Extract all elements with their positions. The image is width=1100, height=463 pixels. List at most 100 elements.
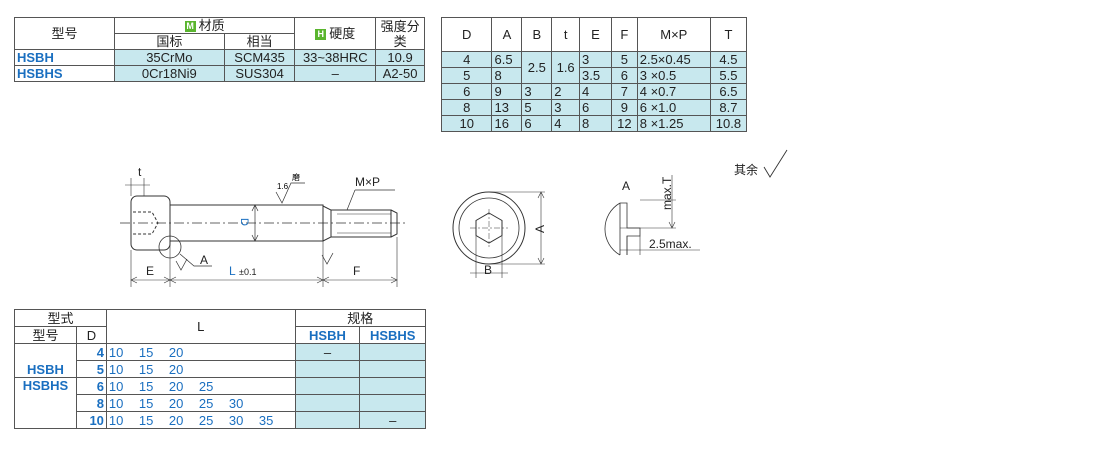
e-cell: 3 [579, 51, 612, 68]
header-type: 型式 [14, 309, 107, 327]
dimension-table: D A B t E F M×P T 4 6.5 2.5 1.6 3 5 2.5×… [440, 17, 748, 132]
header-spec: 规格 [294, 309, 427, 327]
table-row: 5 8 3.5 6 3 ×0.5 5.5 [440, 67, 748, 84]
header-d: D [75, 326, 107, 344]
T-cell: 6.5 [709, 83, 748, 100]
header-T: T [709, 17, 748, 52]
mp-label: M×P [355, 175, 380, 189]
d-label: D [238, 218, 250, 226]
mp-cell: 8 ×1.25 [636, 115, 711, 132]
table-row: 6 9 3 2 4 7 4 ×0.7 6.5 [440, 83, 748, 100]
a-cell: 8 [491, 67, 523, 84]
strength-cell: A2-50 [375, 65, 425, 82]
rest-label: 其余 [734, 162, 758, 177]
header-hsbhs: HSBHS [359, 326, 426, 344]
d-cell: 8 [75, 394, 107, 412]
bolt-thread [330, 209, 392, 238]
end-b-label: B [484, 263, 492, 277]
hsbhs-cell: – [359, 411, 426, 429]
d-cell: 4 [75, 343, 107, 361]
e-cell: 3.5 [579, 67, 612, 84]
a-cell: 16 [491, 115, 523, 132]
hsbh-cell [294, 411, 361, 429]
hsbh-cell [294, 360, 361, 378]
e-cell: 8 [579, 115, 612, 132]
f-label: F [353, 264, 360, 278]
table-row: HSBHS 0Cr18Ni9 SUS304 – A2-50 [14, 65, 425, 82]
hsbhs-cell [359, 394, 426, 412]
t-cell: 4 [551, 115, 581, 132]
hsbh-cell [294, 394, 361, 412]
gb-cell: 0Cr18Ni9 [113, 65, 225, 82]
T-cell: 4.5 [709, 51, 748, 68]
d-cell: 10 [440, 115, 493, 132]
gb-cell: 35CrMo [113, 49, 225, 66]
bolt-neck [322, 205, 332, 242]
header-strength: 强度分类 [375, 17, 425, 50]
header-e: E [579, 17, 612, 52]
max-t-label: max.T [660, 176, 674, 210]
material-badge-icon: M [184, 21, 196, 32]
hsbhs-cell [359, 377, 426, 395]
t-label: t [138, 165, 142, 179]
b-cell: 6 [521, 115, 553, 132]
header-f: F [610, 17, 638, 52]
check-icon [763, 149, 788, 178]
hardness-cell: 33~38HRC [294, 49, 377, 66]
hsbh-cell: – [294, 343, 361, 361]
grind-label: 磨 [292, 172, 300, 182]
hsbhs-cell [359, 360, 426, 378]
l-label: L [229, 264, 236, 278]
roughness-symbol [275, 182, 305, 204]
header-model: 型号 [14, 326, 77, 344]
b-cell: 2.5 [521, 51, 553, 84]
hsbh-cell [294, 377, 361, 395]
equiv-cell: SUS304 [223, 65, 296, 82]
roughness-value: 1.6 [277, 182, 289, 191]
end-a-label: A [533, 225, 547, 233]
table-row: 10 16 6 4 8 12 8 ×1.25 10.8 [440, 115, 748, 132]
T-cell: 8.7 [709, 99, 748, 116]
mp-cell: 3 ×0.5 [636, 67, 711, 84]
hardness-badge-icon: H [315, 29, 327, 40]
table-row: HSBH 35CrMo SCM435 33~38HRC 10.9 [14, 49, 425, 66]
header-d: D [440, 17, 493, 52]
hardness-cell: – [294, 65, 377, 82]
model-cell: HSBHS [14, 65, 115, 82]
l-tolerance: ±0.1 [239, 267, 256, 277]
e-label: E [146, 264, 154, 278]
table-row: 8 13 5 3 6 9 6 ×1.0 8.7 [440, 99, 748, 116]
header-l: L [105, 309, 296, 344]
header-hsbh: HSBH [294, 326, 361, 344]
d-cell: 5 [75, 360, 107, 378]
hsbhs-cell [359, 343, 426, 361]
d-cell: 6 [75, 377, 107, 395]
T-cell: 5.5 [709, 67, 748, 84]
header-model: 型号 [14, 17, 115, 50]
d-cell: 10 [75, 411, 107, 429]
detail-a-title: A [622, 179, 630, 193]
T-cell: 10.8 [709, 115, 748, 132]
header-b: B [521, 17, 553, 52]
equiv-cell: SCM435 [223, 49, 296, 66]
model-hsbhs: HSBHS [14, 377, 77, 429]
thread-chamfer [390, 209, 398, 238]
model-hsbh: HSBH [14, 343, 77, 378]
a-pointer-label: A [200, 253, 208, 267]
end-view-outer [452, 191, 526, 265]
